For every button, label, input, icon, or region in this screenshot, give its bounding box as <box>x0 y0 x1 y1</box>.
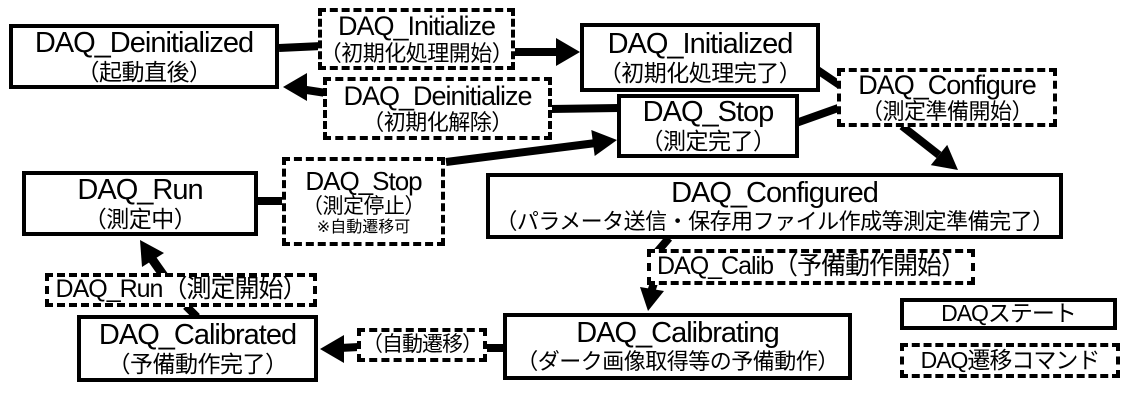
arrow-deinitialized-to-initialize-label <box>278 42 323 52</box>
state-box-daq-configured: DAQ_Configured （パラメータ送信・保存用ファイル作成等測定準備完了… <box>486 173 1063 239</box>
state-subtitle: （測定完了） <box>640 128 777 155</box>
state-title: DAQ_Calibrated <box>98 318 297 351</box>
state-subtitle: （測定中） <box>83 205 197 232</box>
state-box-daq-stop: DAQ_Stop （測定完了） <box>617 94 799 158</box>
command-box-daq-calib: DAQ_Calib（予備動作開始） <box>647 249 975 285</box>
command-subtitle: （初期化解除） <box>362 110 513 136</box>
command-title: DAQ_Configure <box>858 69 1037 100</box>
command-title: DAQ_Stop <box>305 165 422 196</box>
command-title: DAQ_Deinitialize <box>343 80 532 111</box>
arrowhead-into-initialized <box>556 38 580 66</box>
state-subtitle: （起動直後） <box>76 58 213 85</box>
arrow-stop-to-deinitialize-label <box>549 104 620 113</box>
state-title: DAQ_Calibrating <box>576 317 780 350</box>
command-title: （自動遷移） <box>362 333 483 357</box>
state-subtitle: （初期化処理完了） <box>598 59 802 86</box>
arrow-stop-label-to-stop-state <box>445 139 597 166</box>
legend-state-box: DAQステート <box>900 298 1117 330</box>
arrowhead-into-deinitialized <box>283 73 307 101</box>
legend-state-label: DAQステート <box>941 300 1077 327</box>
arrowhead-into-calibrating <box>640 287 664 311</box>
state-box-daq-calibrating: DAQ_Calibrating （ダーク画像取得等の予備動作） <box>503 313 852 380</box>
command-box-daq-configure: DAQ_Configure （測定準備開始） <box>837 68 1057 127</box>
state-title: DAQ_Deinitialized <box>34 26 254 59</box>
command-box-daq-initialize: DAQ_Initialize （初期化処理開始） <box>318 8 515 70</box>
command-subtitle: （測定停止） <box>302 195 426 219</box>
command-title: DAQ_Initialize <box>337 11 496 42</box>
state-subtitle: （パラメータ送信・保存用ファイル作成等測定準備完了） <box>495 208 1054 234</box>
state-subtitle: （ダーク画像取得等の予備動作） <box>516 349 839 375</box>
state-box-daq-initialized: DAQ_Initialized （初期化処理完了） <box>580 23 820 92</box>
legend-command-box: DAQ遷移コマンド <box>900 343 1120 378</box>
command-title: DAQ_Run（測定開始） <box>55 275 308 304</box>
arrow-initialized-to-configure-label <box>813 65 844 90</box>
state-title: DAQ_Run <box>77 173 203 206</box>
arrow-stop-to-configure-label <box>794 103 843 127</box>
command-subtitle: （初期化処理開始） <box>319 40 514 66</box>
arrowhead-into-stop-state <box>591 130 617 156</box>
command-subtitle: （測定準備開始） <box>860 99 1034 125</box>
state-subtitle: （予備動作完了） <box>107 350 289 377</box>
arrowhead-into-calibrated <box>320 335 344 363</box>
command-box-auto-transition: （自動遷移） <box>357 328 487 362</box>
command-box-daq-stop: DAQ_Stop （測定停止） ※自動遷移可 <box>282 157 445 246</box>
state-box-daq-calibrated: DAQ_Calibrated （予備動作完了） <box>77 315 318 382</box>
arrow-configure-label-to-configured <box>899 122 942 159</box>
state-title: DAQ_Stop <box>642 96 775 129</box>
command-box-daq-deinitialize: DAQ_Deinitialize （初期化解除） <box>323 77 552 140</box>
legend-command-label: DAQ遷移コマンド <box>920 346 1101 373</box>
state-title: DAQ_Initialized <box>607 27 794 60</box>
state-box-daq-run: DAQ_Run （測定中） <box>22 171 258 236</box>
command-title: DAQ_Calib（予備動作開始） <box>656 252 966 281</box>
command-note: ※自動遷移可 <box>316 218 411 236</box>
state-title: DAQ_Configured <box>671 176 879 209</box>
arrowhead-into-configured <box>930 144 958 170</box>
arrowhead-into-run-state <box>140 240 164 267</box>
command-box-daq-run: DAQ_Run（測定開始） <box>45 273 317 307</box>
state-box-daq-deinitialized: DAQ_Deinitialized （起動直後） <box>9 24 279 89</box>
